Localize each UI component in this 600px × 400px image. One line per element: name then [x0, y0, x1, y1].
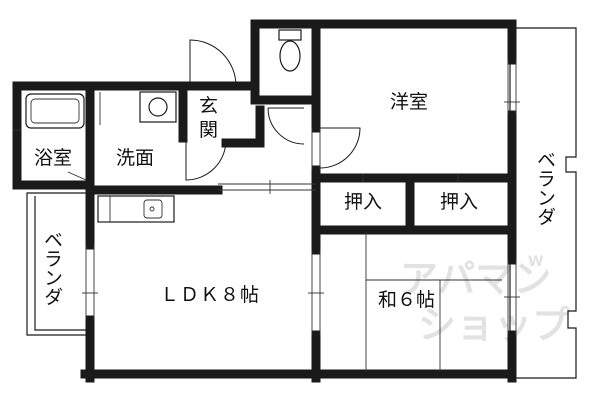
room-label-japanese: 和６帖	[378, 289, 435, 311]
watermark-line2: ショップ	[418, 303, 570, 347]
kitchen-counter-icon	[97, 195, 175, 223]
room-label-genkan: 玄 関	[199, 95, 224, 141]
room-label-bath: 浴室	[34, 147, 72, 169]
room-label-wash: 洗面	[116, 147, 154, 169]
door-swings	[67, 39, 361, 181]
genkan-char-1: 玄	[199, 95, 218, 117]
watermark: アパマン ショップ W	[400, 254, 570, 347]
openings	[13, 60, 520, 372]
genkan-char-2: 関	[199, 119, 218, 141]
walls	[12, 19, 517, 383]
room-label-ldk: ＬＤＫ８帖	[160, 284, 260, 306]
toilet-icon	[278, 29, 302, 72]
room-label-veranda-left: ベランダ	[41, 230, 63, 306]
fixtures	[25, 29, 302, 223]
bathtub-icon	[25, 93, 85, 129]
washbasin-icon	[139, 91, 177, 123]
veranda-left-outline	[26, 192, 88, 336]
room-label-closet-left: 押入	[344, 191, 382, 213]
room-label-western: 洋室	[390, 91, 428, 113]
watermark-line1: アパマン	[400, 257, 551, 301]
room-label-veranda-right: ベランダ	[534, 150, 556, 226]
watermark-small: W	[528, 254, 543, 270]
room-label-closet-right: 押入	[440, 191, 478, 213]
